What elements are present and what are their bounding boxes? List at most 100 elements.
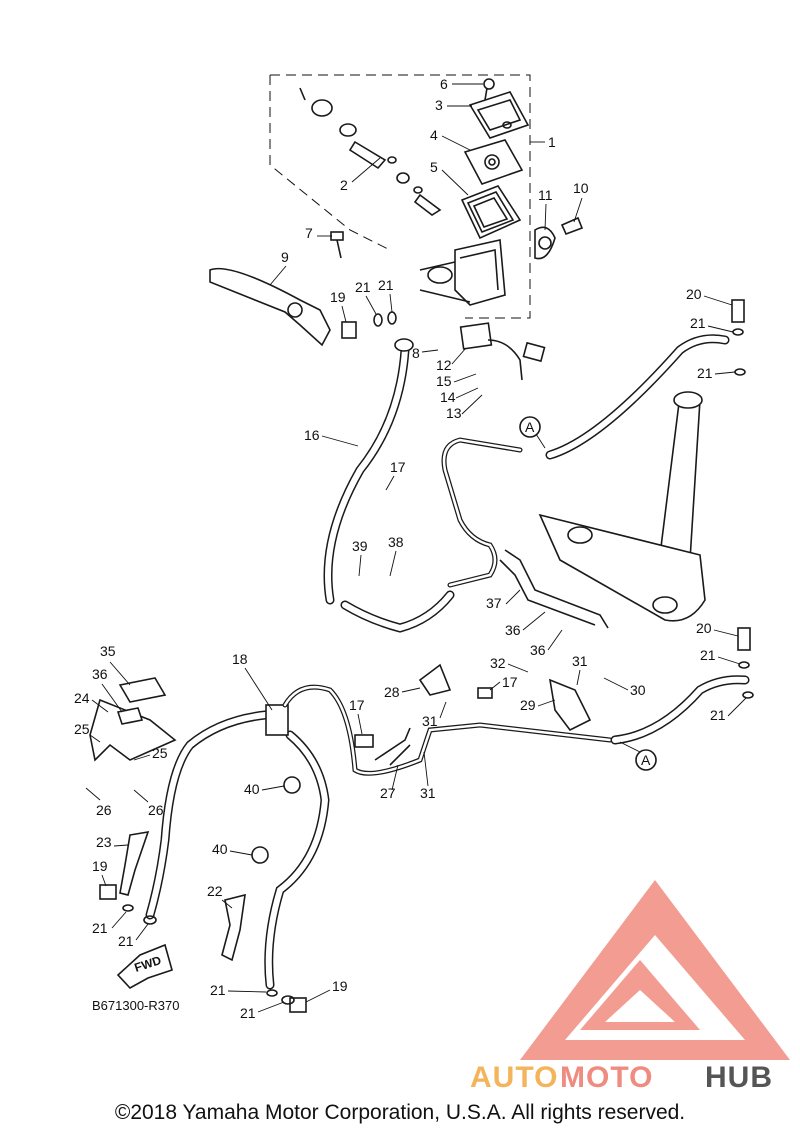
lower-pipe bbox=[282, 684, 613, 776]
union-bolt-20-left bbox=[99, 884, 157, 925]
callout-6: 6 bbox=[440, 76, 448, 92]
connector-a-top-label: A bbox=[525, 419, 535, 435]
callout-9: 9 bbox=[281, 249, 289, 265]
callout-11: 11 bbox=[538, 187, 553, 203]
callout-1: 1 bbox=[548, 134, 556, 150]
switch-12 bbox=[459, 322, 546, 381]
callout-7: 7 bbox=[305, 225, 313, 241]
watermark-word-2: MOTO bbox=[560, 1061, 653, 1094]
callout-28: 27 bbox=[380, 785, 396, 801]
callout-39: 39 bbox=[352, 538, 368, 554]
callout-24: 23 bbox=[96, 834, 112, 850]
bracket-23 bbox=[221, 893, 246, 962]
callout-18: 18 bbox=[232, 651, 248, 667]
callout-40-b: 40 bbox=[212, 841, 228, 857]
callout-30: 29 bbox=[520, 697, 536, 713]
bracket-29 bbox=[418, 663, 452, 696]
callout-35: 36 bbox=[92, 666, 108, 682]
watermark-wordmark: AUTO MOTO HUB bbox=[470, 1061, 773, 1094]
callout-26-a: 25 bbox=[74, 721, 90, 737]
callout-22-left-a: 21 bbox=[92, 920, 108, 936]
callout-5: 5 bbox=[430, 159, 438, 175]
reservoir-cap-3 bbox=[468, 91, 530, 139]
callout-14: 14 bbox=[440, 389, 456, 405]
watermark-word-1: AUTO bbox=[470, 1061, 558, 1094]
callout-27-a: 26 bbox=[96, 802, 112, 818]
callouts: 6 3 4 1 5 2 10 11 7 9 19 21 21 20 21 21 … bbox=[74, 76, 747, 1021]
assembly-outline-1 bbox=[269, 74, 531, 319]
callout-32-a: 31 bbox=[572, 653, 588, 669]
callout-10: 10 bbox=[573, 180, 589, 196]
callout-38: 38 bbox=[388, 534, 404, 550]
watermark-word-3: HUB bbox=[705, 1061, 773, 1094]
callout-22-br-a: 21 bbox=[700, 647, 716, 663]
callout-40-a: 40 bbox=[244, 781, 260, 797]
piston-kit-2 bbox=[299, 87, 442, 216]
union-bolt-21-bottom bbox=[737, 627, 754, 699]
callout-22-br-b: 21 bbox=[710, 707, 726, 723]
callout-15: 15 bbox=[436, 373, 452, 389]
callout-36-a: 36 bbox=[505, 622, 521, 638]
brake-hose-upper-right bbox=[545, 334, 730, 460]
callout-34: 35 bbox=[100, 643, 116, 659]
callout-32-b: 31 bbox=[422, 713, 438, 729]
brake-pipe bbox=[441, 437, 523, 588]
callout-22-top-b: 21 bbox=[378, 277, 394, 293]
callout-2: 2 bbox=[340, 177, 348, 193]
callout-22-left-b: 21 bbox=[118, 933, 134, 949]
guide-19 bbox=[354, 734, 374, 748]
callout-29: 28 bbox=[384, 684, 400, 700]
diaphragm-plate-4 bbox=[463, 139, 524, 185]
callout-32-c: 31 bbox=[420, 785, 436, 801]
callout-37: 37 bbox=[486, 595, 502, 611]
master-cylinder-body bbox=[419, 239, 506, 306]
bracket-37 bbox=[499, 549, 609, 629]
bracket-24 bbox=[119, 830, 150, 896]
screw-6 bbox=[483, 78, 495, 101]
diaphragm-5 bbox=[460, 185, 522, 240]
union-bolt-20-top bbox=[341, 311, 397, 339]
callout-22-right-b: 21 bbox=[697, 365, 713, 381]
brake-hose-18 bbox=[145, 704, 330, 990]
bracket-25 bbox=[89, 698, 177, 762]
bracket-28 bbox=[374, 727, 411, 766]
callout-22-bottom-b: 21 bbox=[240, 1005, 256, 1021]
callout-12: 12 bbox=[436, 357, 452, 373]
callout-22-bottom-a: 21 bbox=[210, 982, 226, 998]
callout-20-bottom: 19 bbox=[332, 978, 348, 994]
callout-22-top-a: 21 bbox=[355, 279, 371, 295]
copyright-notice: ©2018 Yamaha Motor Corporation, U.S.A. A… bbox=[114, 1101, 686, 1124]
callout-27-b: 26 bbox=[148, 802, 164, 818]
callout-31: 30 bbox=[630, 682, 646, 698]
callout-21-top: 20 bbox=[686, 286, 702, 302]
bolt-10 bbox=[560, 216, 584, 236]
callout-13: 13 bbox=[446, 405, 462, 421]
callout-20-left: 19 bbox=[92, 858, 108, 874]
callout-16: 16 bbox=[304, 427, 320, 443]
callout-8: 8 bbox=[412, 345, 420, 361]
steering-stem bbox=[538, 391, 706, 622]
connector-a-bottom: A bbox=[619, 741, 657, 771]
brake-hose-16 bbox=[323, 338, 455, 633]
connector-a-bottom-label: A bbox=[641, 752, 651, 768]
brake-hose-lower-right bbox=[610, 675, 750, 745]
callout-21-bottom: 20 bbox=[696, 620, 712, 636]
callout-22-right-a: 21 bbox=[690, 315, 706, 331]
callout-20-top: 19 bbox=[330, 289, 346, 305]
holder-11 bbox=[534, 226, 556, 260]
brake-lever-9 bbox=[209, 267, 331, 347]
callout-25: 24 bbox=[74, 690, 90, 706]
diagram-code: B671300-R370 bbox=[92, 998, 179, 1013]
callout-3: 3 bbox=[435, 97, 443, 113]
watermark-logo bbox=[520, 880, 790, 1060]
bracket-30 bbox=[548, 678, 592, 732]
callout-23: 22 bbox=[207, 883, 223, 899]
fwd-arrow: FWD bbox=[116, 943, 173, 990]
plate-34 bbox=[118, 677, 167, 703]
clamp-40a bbox=[283, 776, 301, 794]
callout-17: 17 bbox=[390, 459, 406, 475]
connector-a-top: A bbox=[519, 416, 546, 449]
callout-33: 32 bbox=[490, 655, 506, 671]
label-35 bbox=[116, 707, 144, 725]
